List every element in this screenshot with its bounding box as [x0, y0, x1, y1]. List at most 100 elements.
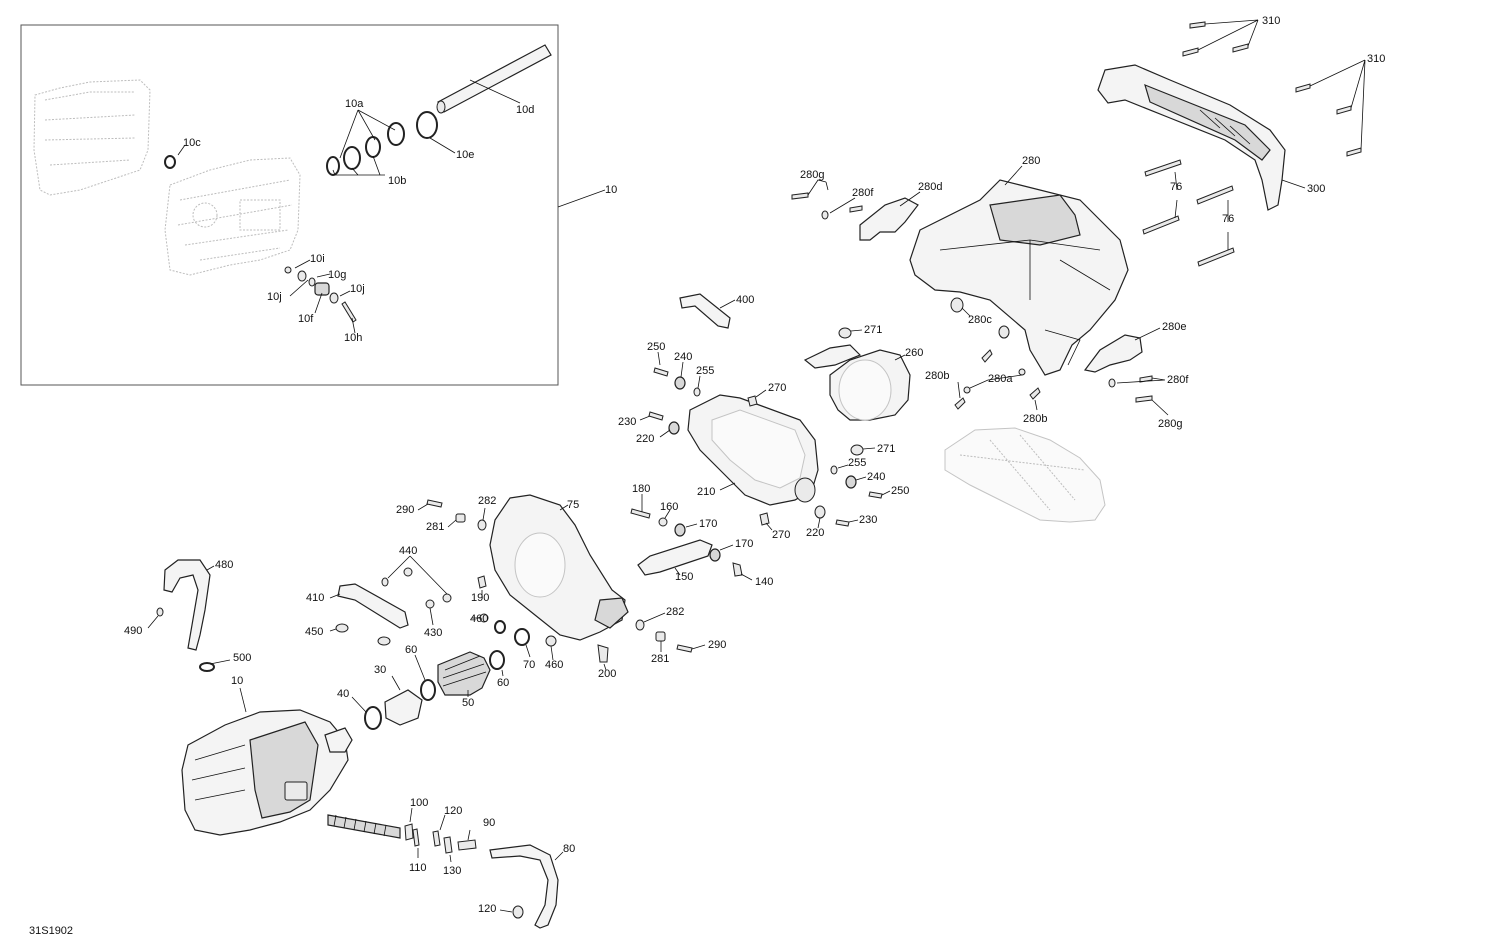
callout-10j: 10j — [267, 291, 282, 303]
callout-280g-2: 280g — [1158, 418, 1182, 430]
callout-160: 160 — [660, 501, 678, 513]
callout-10g: 10g — [328, 269, 346, 281]
callout-240: 240 — [674, 351, 692, 363]
washer-255-2 — [830, 465, 838, 475]
bolt-290-2 — [676, 644, 693, 653]
callout-70: 70 — [523, 659, 535, 671]
callout-250-2: 250 — [891, 485, 909, 497]
spring-100 — [327, 814, 401, 839]
callout-10b: 10b — [388, 175, 406, 187]
bolt-250-2 — [868, 491, 883, 499]
callout-100: 100 — [410, 797, 428, 809]
rod-10d — [436, 44, 552, 114]
callout-180: 180 — [632, 483, 650, 495]
callout-270-2: 270 — [772, 529, 790, 541]
bolt-280b — [981, 349, 993, 363]
bushing-170-2 — [709, 548, 721, 562]
nut-280c-2 — [998, 325, 1010, 339]
callout-281: 281 — [426, 521, 444, 533]
callout-200: 200 — [598, 668, 616, 680]
callout-490: 490 — [124, 625, 142, 637]
nut-271-2 — [850, 444, 864, 456]
callout-280b-2: 280b — [1023, 413, 1047, 425]
callout-450: 450 — [305, 626, 323, 638]
nut-280c — [950, 297, 964, 313]
callout-500: 500 — [233, 652, 251, 664]
screw-270-2 — [759, 512, 770, 526]
callout-280: 280 — [1022, 155, 1040, 167]
bolt-290 — [426, 499, 443, 508]
bolt-230 — [648, 411, 664, 421]
callout-190: 190 — [471, 592, 489, 604]
actuator-10 — [181, 709, 353, 836]
clamp-40 — [364, 706, 382, 730]
screw-190 — [477, 575, 487, 589]
callout-460-2: 460 — [545, 659, 563, 671]
callout-76-b: 76 — [1222, 213, 1234, 225]
bolt-250 — [653, 367, 669, 377]
callout-230-2: 230 — [859, 514, 877, 526]
washer-282-2 — [635, 619, 645, 631]
callout-281-2: 281 — [651, 653, 669, 665]
clip-490 — [156, 607, 164, 617]
pin-110 — [412, 828, 420, 847]
bolts-76 — [1142, 159, 1235, 267]
ring-10g — [308, 277, 316, 287]
callout-280f-2: 280f — [1167, 374, 1189, 386]
nut-440 — [403, 567, 413, 577]
bolt-200 — [597, 644, 609, 663]
inset-panel: 10a 10b 10c 10d 10e 10i 10g 10j 10j 10f … — [20, 24, 617, 386]
ghost-pump — [944, 427, 1106, 523]
bolt-140 — [732, 562, 743, 577]
diagram-reference: 31S1902 — [29, 925, 73, 937]
callout-270: 270 — [768, 382, 786, 394]
o-ring-4 — [387, 122, 405, 146]
callout-120: 120 — [444, 805, 462, 817]
spacer-281 — [455, 513, 466, 523]
spring-130 — [443, 836, 453, 854]
fitting-100 — [404, 823, 414, 841]
bracket-280d — [859, 197, 919, 241]
callout-280e: 280e — [1162, 321, 1186, 333]
plate-400 — [679, 293, 731, 329]
washer-450 — [335, 623, 349, 633]
callout-60: 60 — [405, 644, 417, 656]
spacer-281-2 — [655, 631, 666, 642]
callout-30: 30 — [374, 664, 386, 676]
callout-40: 40 — [337, 688, 349, 700]
screw-270 — [747, 395, 758, 407]
callout-10d: 10d — [516, 104, 534, 116]
cover-280 — [909, 179, 1129, 376]
callout-75: 75 — [567, 499, 579, 511]
clamp-60-2 — [489, 650, 505, 670]
clip-10c — [164, 155, 176, 169]
ring-500 — [199, 662, 215, 672]
callout-10i: 10i — [310, 253, 325, 265]
callout-480: 480 — [215, 559, 233, 571]
callout-130: 130 — [443, 865, 461, 877]
callout-400: 400 — [736, 294, 754, 306]
bracket-75 — [489, 494, 629, 641]
washer-450-2 — [377, 636, 391, 646]
bushing-220-2 — [814, 505, 826, 519]
clip-120 — [432, 830, 441, 847]
callout-280a: 280a — [988, 373, 1013, 385]
callout-10j-2: 10j — [350, 283, 365, 295]
callout-280g: 280g — [800, 169, 824, 181]
callout-300: 300 — [1307, 183, 1325, 195]
callout-110: 110 — [409, 862, 427, 874]
callout-310-b: 310 — [1367, 53, 1385, 65]
callout-290: 290 — [396, 504, 414, 516]
callout-80: 80 — [563, 843, 575, 855]
callout-255-2: 255 — [848, 457, 866, 469]
o-ring-2 — [343, 146, 361, 170]
bracket-280e — [1083, 334, 1143, 373]
bushing-10f — [314, 282, 330, 296]
sleeve-30 — [384, 689, 423, 726]
clamp-70 — [514, 628, 530, 646]
callout-271-2: 271 — [877, 443, 895, 455]
bushing-240-2 — [845, 475, 857, 489]
callout-220: 220 — [636, 433, 654, 445]
callout-240-2: 240 — [867, 471, 885, 483]
bolts-310 — [1182, 21, 1362, 157]
